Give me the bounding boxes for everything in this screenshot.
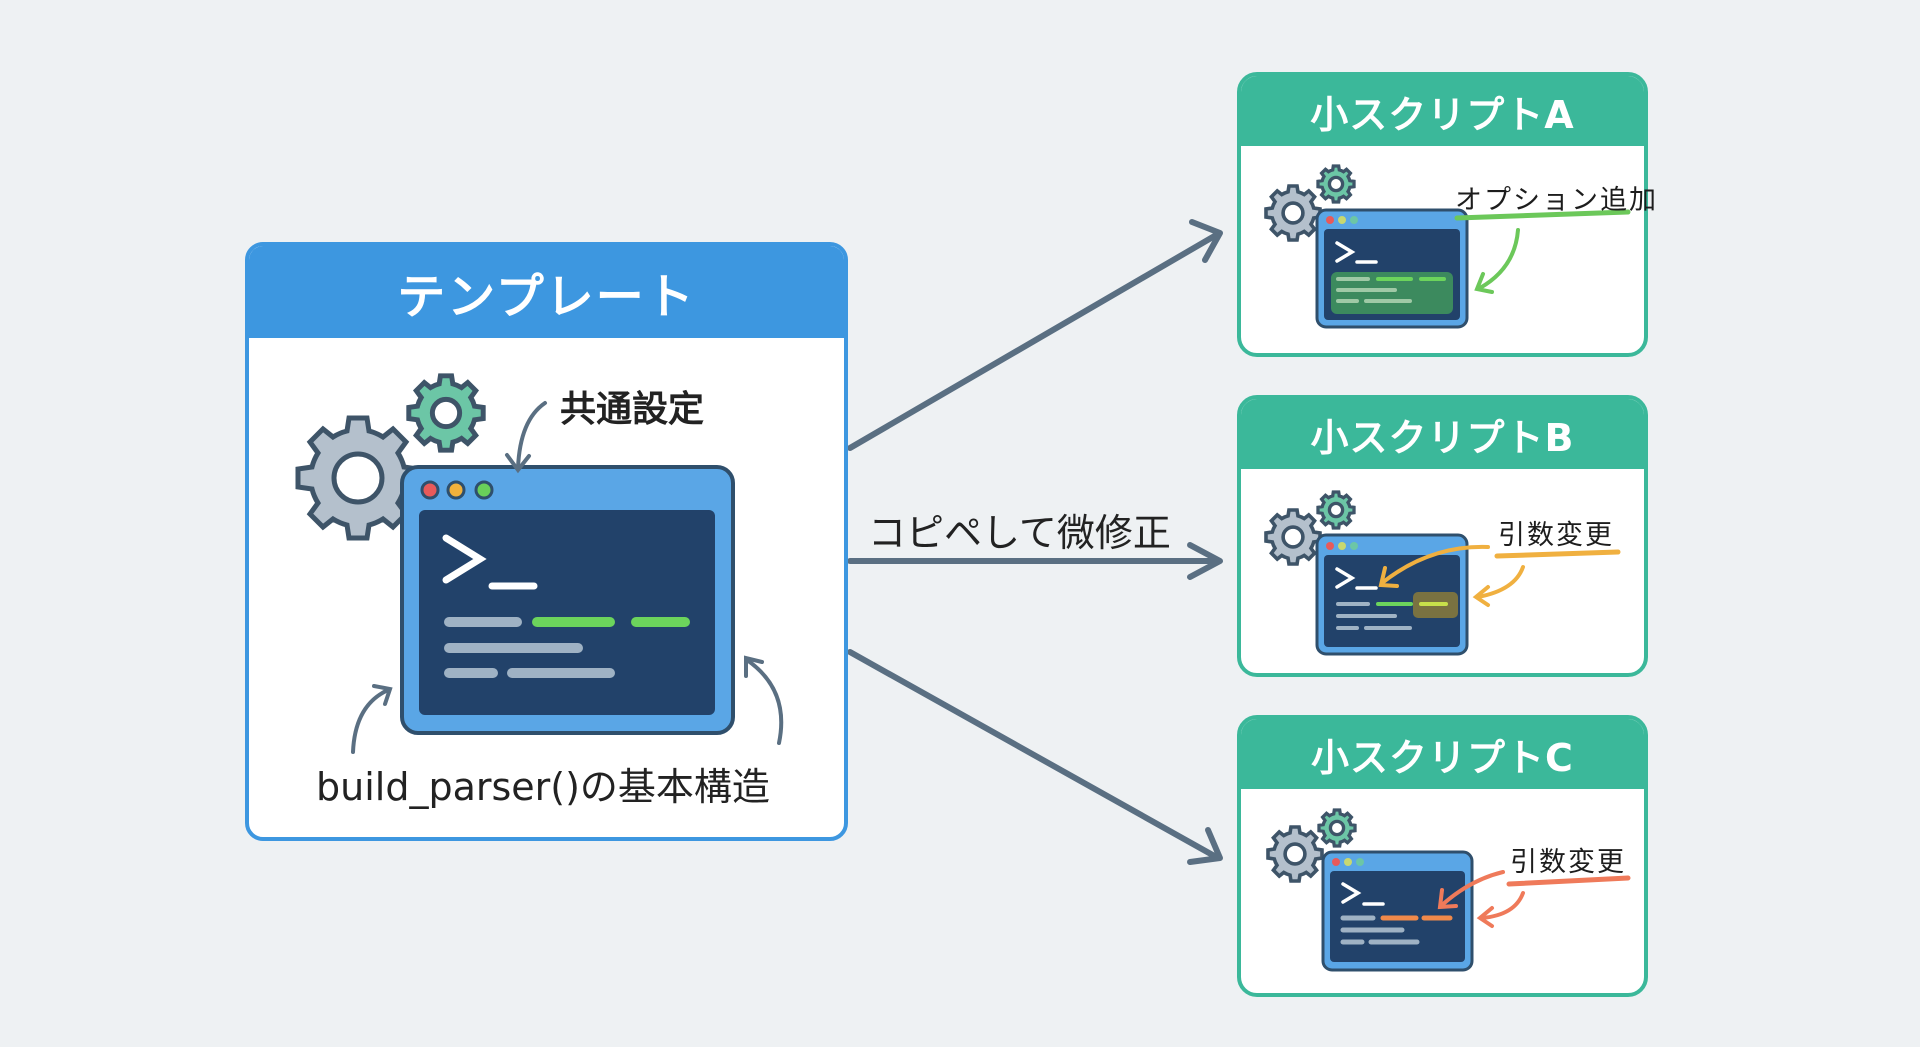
gear-icon	[1316, 490, 1356, 530]
script-c-header: 小スクリプトC	[1241, 719, 1644, 789]
arrow-head-a	[1189, 219, 1223, 263]
template-card: テンプレート	[245, 242, 848, 841]
gear-icon	[409, 376, 483, 450]
script-a-note: オプション追加	[1455, 185, 1658, 216]
template-title: テンプレート	[397, 269, 696, 325]
script-a-illustration	[1264, 164, 1631, 329]
terminal-window-icon	[1315, 208, 1469, 329]
gear-icon	[1316, 164, 1356, 204]
copy-modify-label: コピペして微修正	[868, 511, 1171, 555]
arrow-to-script-c	[847, 649, 1221, 861]
script-b-illustration	[1264, 490, 1621, 656]
common-settings-label: 共通設定	[560, 389, 705, 430]
terminal-window-icon	[1315, 533, 1469, 656]
template-header: テンプレート	[249, 246, 844, 338]
script-a-title: 小スクリプトA	[1310, 92, 1575, 137]
gear-icon	[1317, 808, 1357, 848]
terminal-window-icon	[400, 465, 735, 735]
arrow-common-settings	[516, 401, 547, 470]
gear-icon	[1266, 825, 1324, 883]
gear-icon	[298, 418, 418, 538]
script-b-note: 引数変更	[1498, 520, 1614, 551]
script-c-title: 小スクリプトC	[1311, 735, 1574, 780]
arrow-head-b	[1187, 542, 1223, 580]
terminal-window-icon	[1321, 850, 1474, 972]
script-a-header: 小スクリプトA	[1241, 76, 1644, 146]
script-b-header: 小スクリプトB	[1241, 399, 1644, 469]
build-parser-label: build_parser()の基本構造	[316, 765, 770, 809]
arrow-structure-right	[745, 658, 784, 745]
script-c-note: 引数変更	[1510, 847, 1626, 878]
arrow-to-script-a	[847, 231, 1221, 451]
terminal-prompt-icon	[442, 534, 538, 590]
script-c-illustration	[1266, 808, 1631, 972]
gear-icon	[1264, 508, 1322, 566]
arrow-structure-left	[351, 688, 390, 754]
gear-icon	[1264, 184, 1322, 242]
script-b-title: 小スクリプトB	[1310, 415, 1575, 460]
arrow-head-c	[1187, 827, 1223, 865]
